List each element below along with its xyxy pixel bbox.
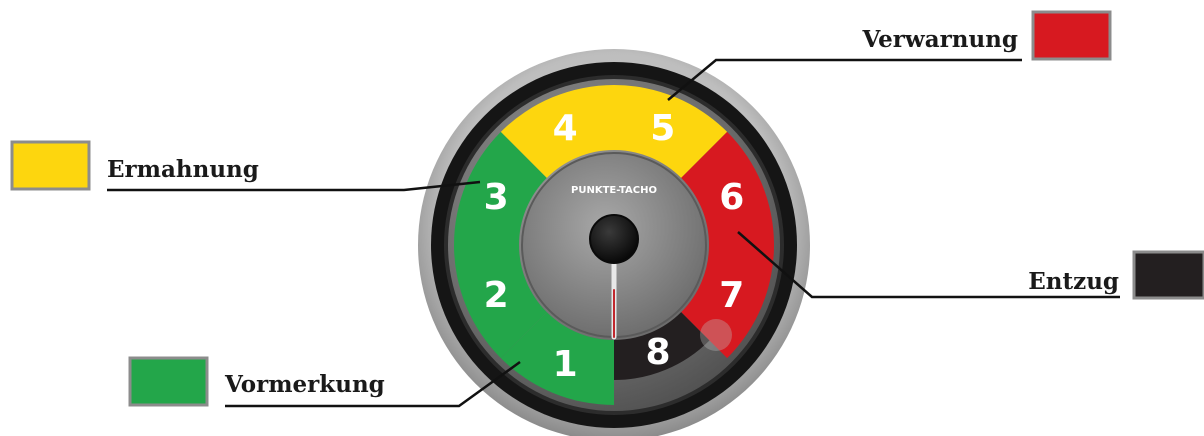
legend-swatch-vormerkung: [130, 358, 207, 405]
legend-swatch-ermahnung: [12, 142, 89, 189]
gauge-segment-number-2: 2: [484, 275, 509, 316]
gauge-needle-cap: [590, 215, 638, 263]
gauge-title: PUNKTE-TACHO: [571, 185, 657, 196]
legend-swatch-entzug: [1134, 252, 1204, 298]
gauge-segment-number-4: 4: [553, 108, 578, 149]
gauge-segment-number-7: 7: [719, 275, 744, 316]
legend-ermahnung: Ermahnung: [12, 142, 480, 190]
leader-line-ermahnung: [107, 182, 480, 190]
legend-label-vormerkung: Vormerkung: [224, 371, 385, 398]
gauge-reflection: [700, 319, 732, 351]
gauge-segment-number-3: 3: [484, 177, 509, 218]
gauge-segment-number-6: 6: [719, 177, 744, 218]
gauge-segment-number-8: 8: [645, 332, 670, 373]
legend-label-verwarnung: Verwarnung: [861, 26, 1018, 53]
legend-label-entzug: Entzug: [1028, 268, 1119, 295]
legend-verwarnung: Verwarnung: [668, 12, 1110, 100]
legend-swatch-verwarnung: [1033, 12, 1110, 59]
gauge-segment-number-1: 1: [553, 344, 578, 385]
gauge-segment-number-5: 5: [650, 108, 675, 149]
legend-label-ermahnung: Ermahnung: [107, 156, 259, 183]
